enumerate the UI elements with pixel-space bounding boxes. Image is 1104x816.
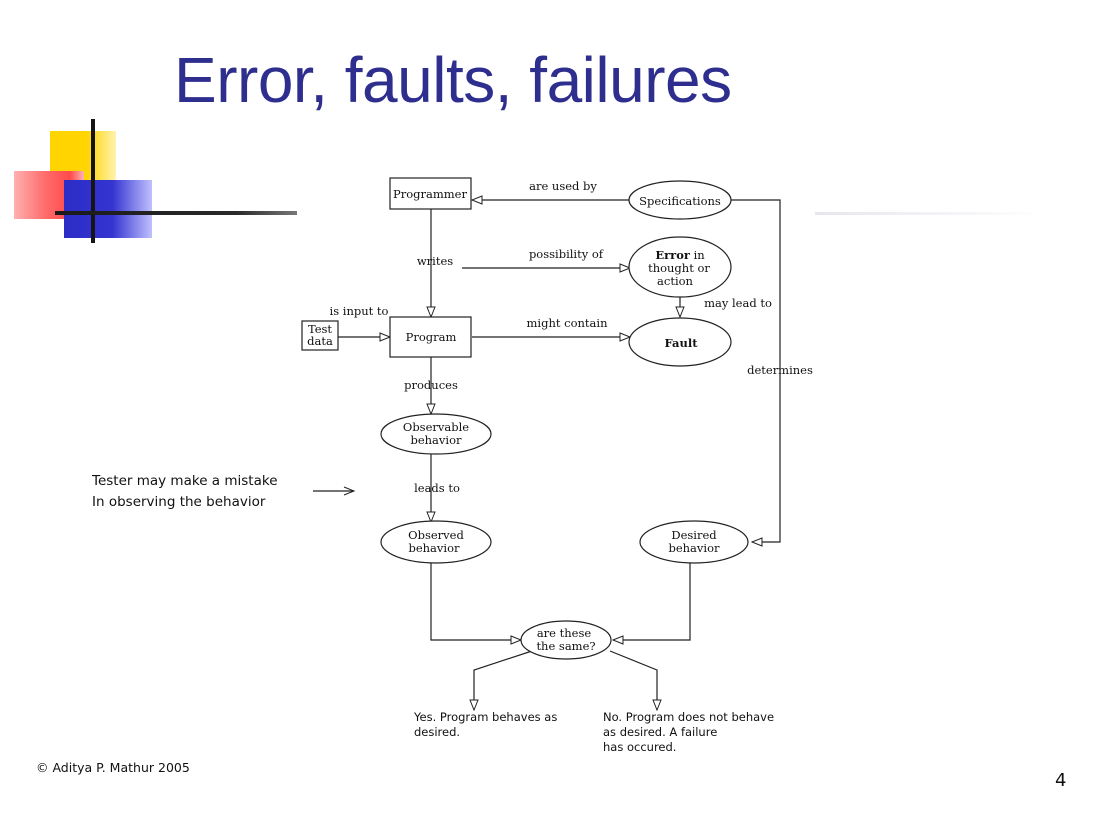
edge-label-leads-to: leads to — [414, 481, 460, 495]
decor-vertical-rule — [91, 119, 95, 243]
edge-label-are-used-by: are used by — [529, 179, 597, 193]
tester-mistake-line1: Tester may make a mistake — [92, 473, 278, 489]
node-error-label-bold: Error — [655, 248, 691, 262]
node-error-label-rest: in — [690, 248, 705, 262]
edge-decision-to-yes — [474, 650, 533, 710]
node-test-data-line1: Test — [308, 322, 332, 336]
edge-desired-to-decision — [613, 563, 691, 640]
outcome-yes-line1: Yes. Program behaves as — [413, 710, 557, 724]
node-program-label: Program — [406, 330, 457, 344]
node-desired-behavior — [639, 520, 749, 564]
node-observable-line2: behavior — [410, 433, 462, 447]
outcome-no-line2: as desired. A failure — [603, 725, 717, 739]
tester-mistake-note: Tester may make a mistake In observing t… — [92, 471, 278, 513]
edge-label-possibility-of: possibility of — [529, 247, 604, 261]
node-observed-line2: behavior — [408, 541, 460, 555]
node-test-data-line2: data — [307, 334, 333, 348]
edge-specifications-to-desired — [731, 199, 781, 542]
node-observable-behavior — [380, 413, 492, 455]
node-desired-line2: behavior — [668, 541, 720, 555]
node-decision-line1: are these — [537, 626, 592, 640]
outcome-no-line1: No. Program does not behave — [603, 710, 774, 724]
node-observed-behavior — [380, 520, 492, 564]
node-specifications — [628, 180, 732, 220]
node-programmer — [389, 177, 472, 210]
node-test-data — [301, 320, 339, 351]
node-error — [628, 236, 732, 298]
edge-label-might-contain: might contain — [527, 316, 609, 330]
node-error-label-line1: Error in — [655, 248, 705, 262]
edge-label-determines: determines — [747, 363, 813, 377]
node-decision-line2: the same? — [536, 639, 595, 653]
node-specifications-label: Specifications — [639, 194, 721, 208]
edge-decision-to-no — [609, 650, 657, 710]
tester-mistake-line2: In observing the behavior — [92, 494, 266, 510]
edge-label-is-input-to: is input to — [330, 304, 389, 318]
copyright-notice: © Aditya P. Mathur 2005 — [36, 760, 190, 775]
edge-label-produces: produces — [404, 378, 458, 392]
edge-observed-to-decision — [430, 563, 521, 640]
outcome-yes-line2: desired. — [414, 725, 460, 739]
node-programmer-label: Programmer — [393, 187, 467, 201]
node-observed-line1: Observed — [408, 528, 464, 542]
slide-title: Error, faults, failures — [174, 44, 732, 116]
decor-horizontal-rule-faded — [815, 212, 1045, 215]
edge-label-may-lead-to: may lead to — [704, 296, 772, 310]
node-error-label-line2: thought or — [648, 261, 710, 275]
outcome-no-line3: has occured. — [603, 740, 676, 754]
node-error-label-line3: action — [657, 274, 694, 288]
node-observable-line1: Observable — [403, 420, 469, 434]
node-fault — [628, 317, 732, 367]
edge-label-writes: writes — [417, 254, 453, 268]
node-desired-line1: Desired — [671, 528, 717, 542]
decor-blue-square — [64, 180, 152, 238]
decor-horizontal-rule — [55, 211, 297, 215]
node-fault-label: Fault — [664, 336, 698, 350]
node-decision — [520, 620, 612, 660]
node-program — [389, 316, 472, 358]
page-number: 4 — [1055, 770, 1067, 791]
